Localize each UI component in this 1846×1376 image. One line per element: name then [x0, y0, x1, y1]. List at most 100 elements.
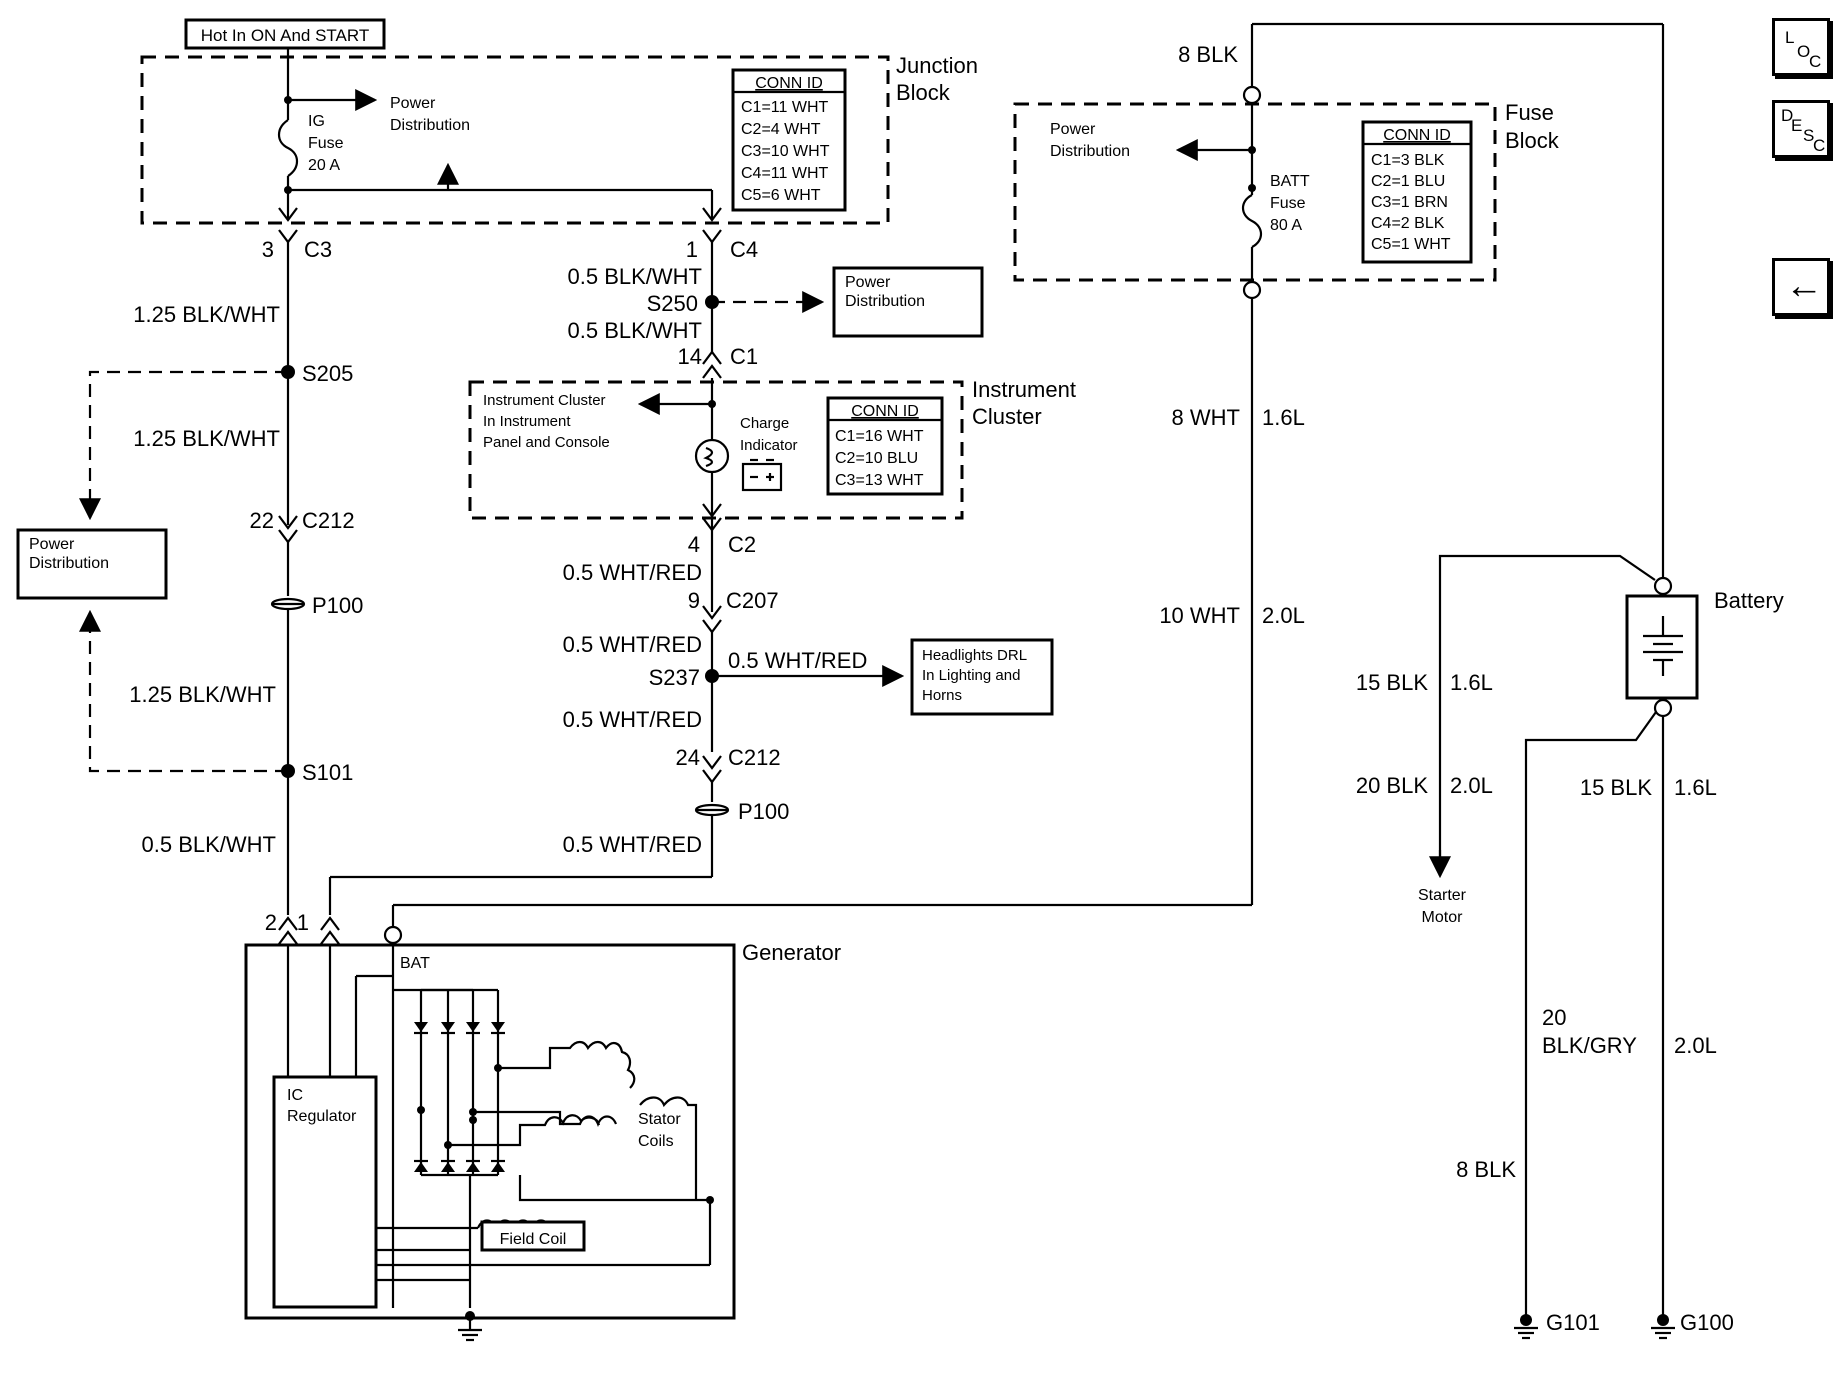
ic-title-1: Instrument — [972, 377, 1076, 402]
ig-fuse-symbol — [277, 119, 299, 177]
junction-block: Junction Block Power Distribution IG Fus… — [140, 48, 978, 225]
p100-label-left: P100 — [312, 593, 363, 618]
g100-label: G100 — [1680, 1310, 1734, 1335]
desc-letter-s: S — [1803, 126, 1815, 145]
left-wire-3: 1.25 BLK/WHT — [129, 682, 276, 707]
fb-power-dist-2: Distribution — [1050, 143, 1130, 160]
desc-letter-c: C — [1813, 136, 1826, 155]
left-power-dist-1: Power — [29, 536, 75, 553]
s250-label: S250 — [647, 291, 698, 316]
fuse-block-title-1: Fuse — [1505, 100, 1554, 125]
jb-conn-id-table: CONN ID C1=11 WHT C2=4 WHT C3=10 WHT C4=… — [731, 68, 847, 212]
right-circuit: 8 BLK 8 WHT 1.6L 10 WHT 2.0L — [383, 22, 1665, 945]
charge-indicator-1: Charge — [740, 415, 789, 432]
middle-circuit: 1 C4 0.5 BLK/WHT S250 Power Distribution… — [568, 237, 984, 379]
ic-conn-id-title: CONN ID — [851, 403, 919, 420]
wire-10wht-size: 2.0L — [1262, 603, 1305, 628]
charge-indicator-2: Indicator — [740, 437, 798, 454]
c2-connector: C2 — [728, 532, 756, 557]
c207-connector: C207 — [726, 588, 779, 613]
hot-label-text: Hot In ON And START — [201, 26, 370, 45]
junction-block-title-2: Block — [896, 80, 951, 105]
generator-bat-terminal — [383, 925, 403, 945]
battery-label: Battery — [1714, 588, 1784, 613]
left-wire-2: 1.25 BLK/WHT — [133, 426, 280, 451]
g100-ground-icon — [1651, 1314, 1675, 1340]
starter-motor-2: Motor — [1422, 909, 1464, 926]
desc-letter-d: D — [1781, 106, 1794, 125]
jb-power-dist-1: Power — [390, 95, 436, 112]
description-button[interactable]: D E S C — [1772, 100, 1830, 158]
wire-20blkgry-1: 20 — [1542, 1005, 1566, 1030]
jb-conn-id-title: CONN ID — [755, 75, 823, 92]
ic-regulator-2: Regulator — [287, 1108, 357, 1125]
c1-connector: C1 — [730, 344, 758, 369]
ic-location-1: Instrument Cluster — [483, 392, 606, 409]
fb-conn-id-5: C5=1 WHT — [1371, 236, 1451, 253]
wire-15blk-b-size: 1.6L — [1674, 775, 1717, 800]
ic-regulator-1: IC — [287, 1087, 303, 1104]
generator-ground-icon — [458, 1311, 482, 1342]
fb-conn-id-table: CONN ID C1=3 BLK C2=1 BLU C3=1 BRN C4=2 … — [1361, 120, 1473, 264]
ic-conn-id-1: C1=16 WHT — [835, 428, 924, 445]
fb-conn-id-4: C4=2 BLK — [1371, 215, 1445, 232]
loc-letter-o: O — [1797, 42, 1811, 61]
jb-conn-id-4: C4=11 WHT — [741, 165, 829, 182]
c212-pin-mid: 24 — [676, 745, 700, 770]
mid-power-dist-2: Distribution — [845, 293, 925, 310]
mid-wire-6: 0.5 WHT/RED — [563, 832, 702, 857]
jb-conn-id-5: C5=6 WHT — [741, 187, 821, 204]
middle-circuit-lower: 4 C2 0.5 WHT/RED 9 C207 0.5 WHT/RED S237… — [328, 503, 1054, 915]
ig-fuse-name: IG — [308, 113, 325, 130]
fb-power-dist-1: Power — [1050, 121, 1096, 138]
left-circuit: 3 C3 1.25 BLK/WHT S205 1.25 BLK/WHT 22 C… — [16, 237, 363, 915]
loc-letter-l: L — [1785, 28, 1795, 47]
p100-label-mid: P100 — [738, 799, 789, 824]
jb-conn-id-2: C2=4 WHT — [741, 121, 821, 138]
fb-conn-id-3: C3=1 BRN — [1371, 194, 1448, 211]
mid-wire-2: 0.5 BLK/WHT — [568, 318, 702, 343]
charge-indicator-lamp — [694, 438, 730, 474]
wire-8blk-ground: 8 BLK — [1456, 1157, 1516, 1182]
field-coil: Field Coil — [376, 1219, 586, 1252]
c1-pin: 14 — [678, 344, 702, 369]
stator-coils-2: Coils — [638, 1133, 674, 1150]
battery-icon — [741, 458, 783, 492]
ic-title-2: Cluster — [972, 404, 1042, 429]
hot-in-on-start-label: Hot In ON And START — [184, 18, 386, 50]
wire-8wht: 8 WHT — [1172, 405, 1240, 430]
fb-conn-id-1: C1=3 BLK — [1371, 152, 1445, 169]
headlights-1: Headlights DRL — [922, 647, 1027, 664]
ic-conn-id-2: C2=10 BLU — [835, 450, 918, 467]
back-button[interactable]: ← — [1772, 258, 1830, 316]
c3-pin: 3 — [262, 237, 274, 262]
ig-fuse-rating: 20 A — [308, 157, 340, 174]
s237-label: S237 — [649, 665, 700, 690]
fuse-block: Fuse Block Power Distribution BATT Fuse … — [1013, 85, 1560, 300]
desc-letter-e: E — [1791, 116, 1803, 135]
g101-label: G101 — [1546, 1310, 1600, 1335]
wire-20blk-size: 2.0L — [1450, 773, 1493, 798]
wire-20blk: 20 BLK — [1356, 773, 1428, 798]
left-power-distribution-box: Power Distribution — [16, 528, 168, 600]
loc-letter-c: C — [1809, 52, 1822, 71]
s237-branch-wire: 0.5 WHT/RED — [728, 648, 867, 673]
c212-pin-left: 22 — [250, 508, 274, 533]
batt-fuse-word: Fuse — [1270, 195, 1306, 212]
top-wire-8blk: 8 BLK — [1178, 42, 1238, 67]
fb-conn-id-2: C2=1 BLU — [1371, 173, 1445, 190]
generator-pin-2: 2 — [265, 910, 277, 935]
c3-connector: C3 — [304, 237, 332, 262]
left-wire-4: 0.5 BLK/WHT — [142, 832, 276, 857]
generator: 2 1 Generator BAT IC Regulator — [244, 910, 841, 1342]
wire-20blkgry-2: BLK/GRY — [1542, 1033, 1637, 1058]
ig-fuse-word: Fuse — [308, 135, 344, 152]
generator-pin-1: 1 — [297, 910, 309, 935]
s205-label: S205 — [302, 361, 353, 386]
location-button[interactable]: L O C — [1772, 18, 1830, 76]
ic-conn-id-table: CONN ID C1=16 WHT C2=10 BLU C3=13 WHT — [826, 396, 944, 496]
stator-coils: Stator Coils — [448, 1040, 710, 1202]
battery-circuit: Battery 15 BLK 1.6L 20 BLK 2.0L Starter … — [1356, 554, 1784, 1340]
jb-conn-id-1: C1=11 WHT — [741, 99, 829, 116]
s101-label: S101 — [302, 760, 353, 785]
